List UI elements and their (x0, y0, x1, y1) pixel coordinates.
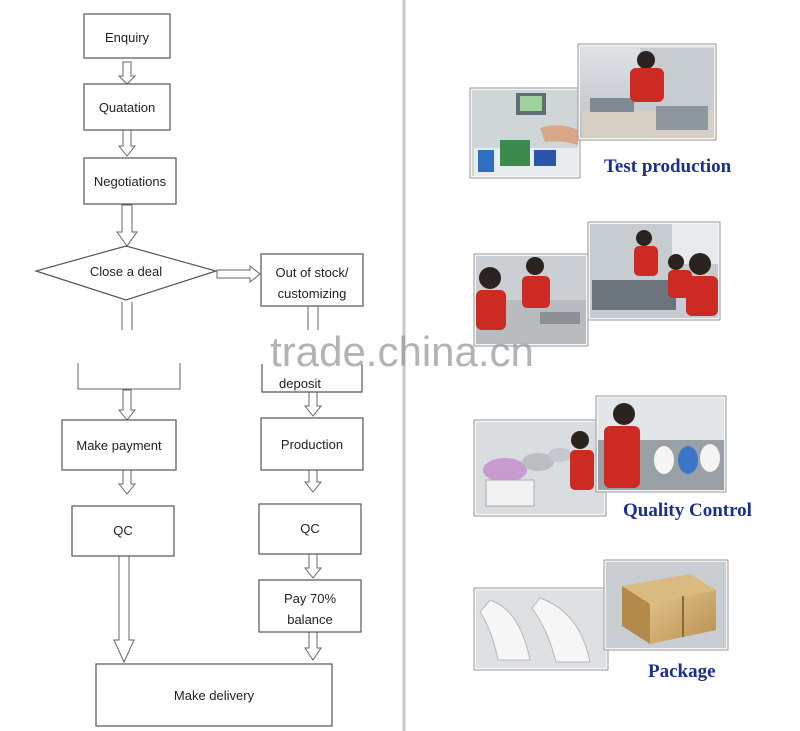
arrow-qc-delivery (113, 554, 135, 664)
production-photos (473, 221, 721, 347)
photo-packed-carton (603, 559, 729, 651)
photo-devices-inspection (473, 419, 607, 517)
photo-workers-bench (473, 253, 589, 347)
node-make-delivery: Make delivery (95, 663, 333, 727)
arrow-pay-delivery (304, 631, 322, 661)
photo-foam-packing (473, 587, 609, 671)
node-qc-left: QC (71, 505, 175, 557)
node-close-deal-label: Close a deal (90, 264, 162, 279)
label-test-production: Test production (604, 156, 732, 177)
node-make-payment-label: Make payment (76, 438, 162, 453)
arrow-deal-outofstock (216, 264, 261, 284)
arrow-quotation-negotiations (117, 129, 137, 157)
node-make-payment: Make payment (61, 419, 177, 471)
node-deposit: deposit (261, 364, 363, 393)
flowchart: Enquiry Quatation Negotiations Close a d… (33, 13, 364, 727)
node-out-of-stock: Out of stock/ customizing (260, 253, 364, 307)
node-negotiations: Negotiations (83, 157, 177, 205)
test-production-photos: Test production (469, 43, 732, 179)
node-production-label: Production (281, 437, 343, 452)
photo-worker-assembly-line (577, 43, 717, 141)
arrow-enquiry-quotation (117, 61, 137, 85)
photo-worker-testing-units (595, 395, 727, 493)
quality-control-photos: Quality Control (473, 395, 752, 521)
label-quality-control: Quality Control (623, 500, 752, 521)
photo-circuit-testing (469, 87, 581, 179)
flow-arrows (77, 61, 323, 664)
arrow-outofstock-down (307, 306, 319, 330)
arrow-qc-pay (303, 553, 323, 579)
stage-photos: Test production (469, 43, 752, 682)
arrow-production-qc (303, 469, 323, 493)
node-pay-balance: Pay 70% balance (258, 579, 362, 633)
arrow-payment-qc (117, 469, 137, 495)
arrow-to-make-payment (117, 389, 137, 421)
faded-box-outline (77, 363, 181, 390)
photo-production-line (587, 221, 721, 321)
node-enquiry-label: Enquiry (105, 30, 150, 45)
node-qc-left-label: QC (113, 523, 133, 538)
arrow-negotiations-deal (116, 204, 138, 247)
node-out-of-stock-line2: customizing (278, 286, 347, 301)
node-quotation: Quatation (83, 83, 171, 131)
node-negotiations-label: Negotiations (94, 174, 167, 189)
node-pay-balance-line2: balance (287, 612, 333, 627)
watermark-band-mid (258, 330, 388, 360)
node-qc-right-label: QC (300, 521, 320, 536)
node-out-of-stock-line1: Out of stock/ (276, 265, 349, 280)
watermark-band-left (70, 330, 200, 360)
node-pay-balance-line1: Pay 70% (284, 591, 336, 606)
node-close-deal: Close a deal (33, 245, 219, 301)
arrow-deal-down (121, 302, 133, 330)
watermark-text: trade.china.cn (270, 328, 534, 375)
node-make-delivery-label: Make delivery (174, 688, 255, 703)
node-production: Production (260, 417, 364, 471)
node-enquiry: Enquiry (83, 13, 171, 59)
node-quotation-label: Quatation (99, 100, 155, 115)
node-deposit-label: deposit (279, 376, 321, 391)
label-package: Package (648, 661, 716, 682)
arrow-deposit-production (303, 391, 323, 417)
node-qc-right: QC (258, 503, 362, 555)
package-photos: Package (473, 559, 729, 682)
